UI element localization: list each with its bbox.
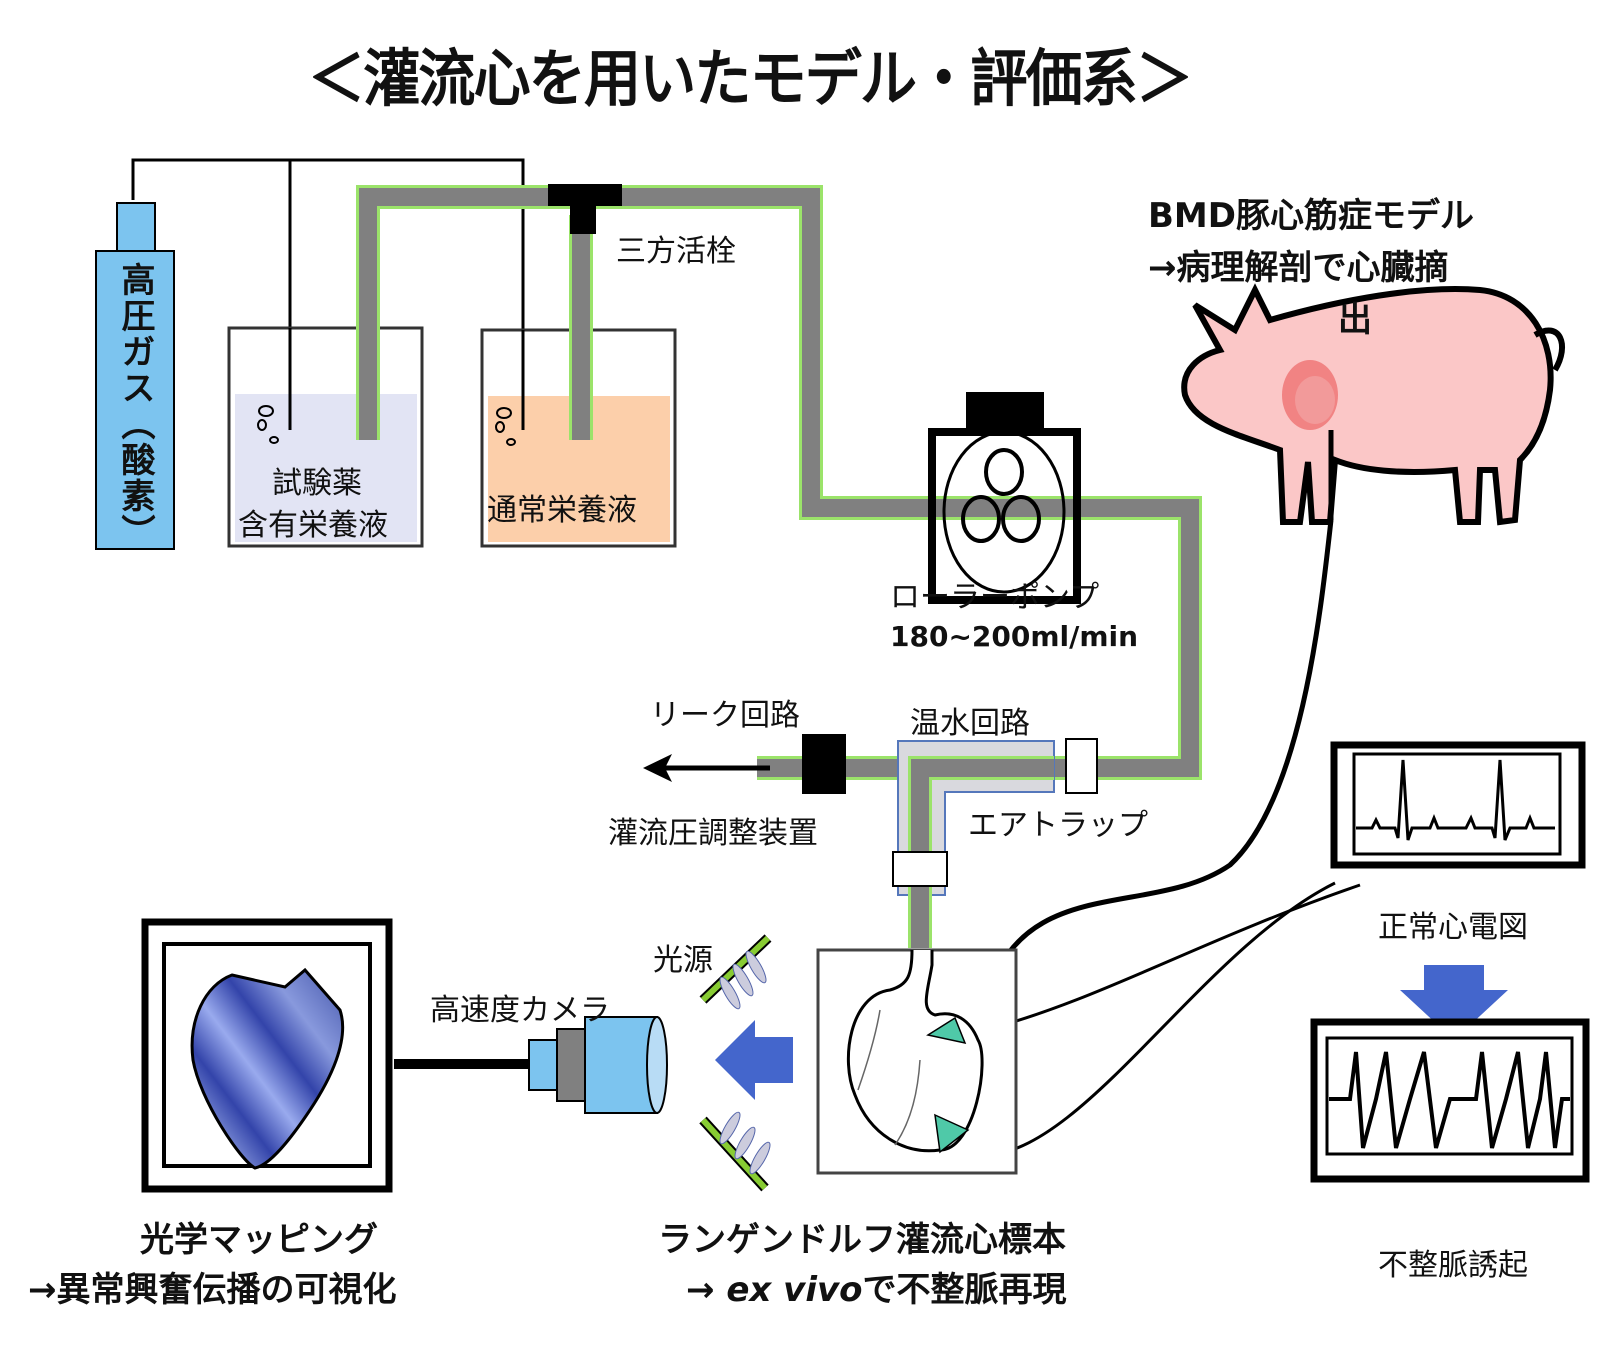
pump-label: ローラーポンプ	[890, 580, 1100, 615]
high-speed-camera	[394, 1016, 668, 1114]
ecg-normal-label: 正常心電図	[1378, 910, 1528, 945]
pump-rate: 180~200ml/min	[890, 620, 1139, 653]
light-source-label: 光源	[653, 943, 713, 978]
pig-model-line2: →病理解剖で心臓摘	[1148, 248, 1449, 288]
optical-mapping-title: 光学マッピング	[140, 1220, 378, 1260]
blue-arrow-left	[715, 1020, 793, 1100]
gas-cylinder-valve	[116, 202, 156, 252]
beaker-1-label-line1: 試験薬	[272, 466, 362, 501]
electrode-top	[926, 1016, 967, 1045]
pressure-regulator-label: 灌流圧調整装置	[608, 816, 818, 851]
gas-cylinder-label: 高圧ガス（酸素）	[115, 262, 155, 550]
leak-circuit-label: リーク回路	[650, 698, 800, 733]
langendorff-suffix: で不整脈再現	[862, 1270, 1067, 1310]
gas-cylinder	[95, 250, 175, 550]
ecg-arrhythmia-monitor	[1310, 1018, 1590, 1183]
heart-specimen	[846, 949, 984, 1154]
stopcock-label: 三方活栓	[616, 234, 736, 269]
air-trap	[1065, 738, 1098, 794]
langendorff-prefix: →	[686, 1270, 727, 1310]
three-way-stopcock	[548, 184, 622, 234]
beaker-1-label-line2: 含有栄養液	[238, 508, 388, 543]
pig-illustration	[1181, 283, 1566, 526]
beaker-test-drug	[227, 326, 424, 548]
page-title: ＜灌流心を用いたモデル・評価系＞	[308, 42, 1193, 115]
roller-pump	[928, 392, 1081, 604]
blue-arrow-down	[1400, 965, 1508, 1040]
langendorff-subtitle: → ex vivoで不整脈再現	[686, 1262, 1067, 1311]
ecg-arrhythmia-label: 不整脈誘起	[1378, 1248, 1528, 1283]
electrode-bottom	[934, 1113, 970, 1154]
pig-model-line3: 出	[1338, 300, 1372, 340]
connector	[892, 851, 948, 887]
air-trap-label: エアトラップ	[968, 808, 1148, 843]
pig-model-line1: BMD豚心筋症モデル	[1148, 196, 1474, 236]
langendorff-title: ランゲンドルフ灌流心標本	[658, 1220, 1066, 1260]
optical-mapping-subtitle: →異常興奮伝播の可視化	[28, 1270, 397, 1310]
optical-mapping-monitor	[141, 918, 393, 1193]
light-source	[699, 934, 772, 1192]
langendorff-ex-vivo: ex vivo	[726, 1270, 863, 1310]
camera-label: 高速度カメラ	[430, 993, 610, 1028]
ecg-normal-monitor	[1330, 741, 1586, 869]
warm-water-label: 温水回路	[910, 706, 1030, 741]
perfusion-tubing	[356, 185, 1202, 780]
pressure-regulator	[802, 734, 846, 794]
beaker-2-label: 通常栄養液	[487, 493, 637, 528]
